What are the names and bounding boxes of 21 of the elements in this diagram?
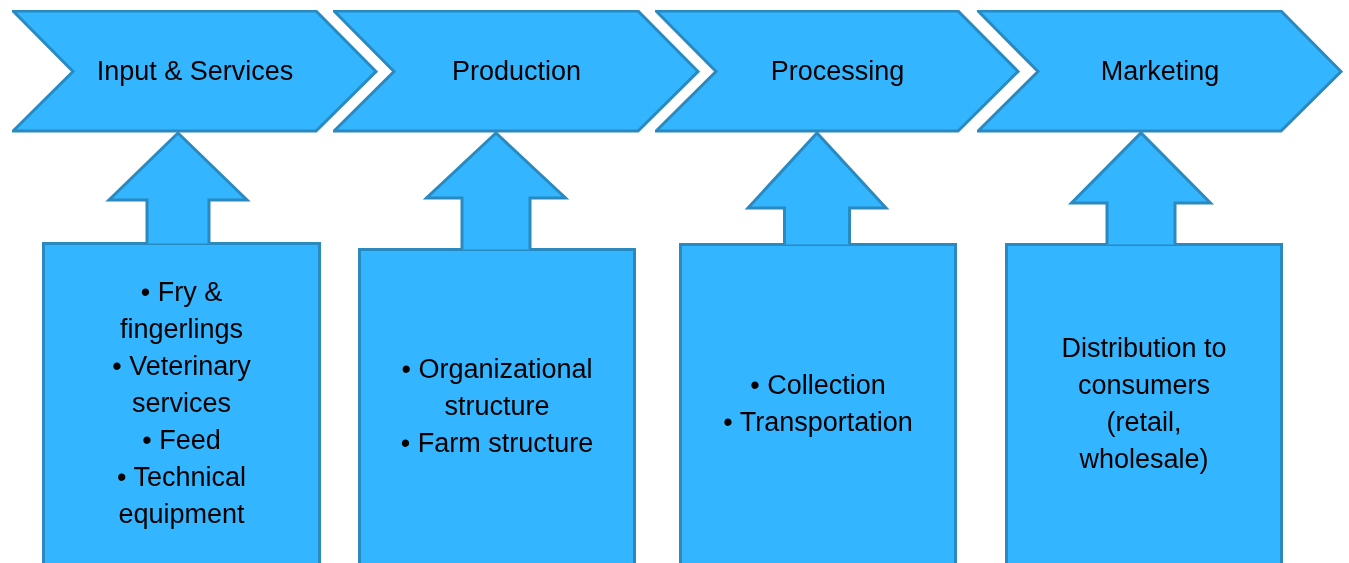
item-text: • Organizational structure	[400, 352, 594, 423]
process-box	[1005, 243, 1283, 563]
block-arrow	[422, 130, 570, 251]
block-arrow	[105, 130, 251, 245]
item-text: • Transportation	[723, 405, 913, 439]
item-text: • Farm structure	[400, 426, 594, 460]
process-box	[42, 242, 321, 563]
item-text: • Collection	[750, 368, 886, 402]
stage-label: Production	[451, 55, 582, 88]
item-text: • Fry & fingerlings	[118, 275, 245, 346]
process-box	[679, 243, 957, 563]
process-box	[358, 248, 636, 563]
item-text: Distribution to consumers (retail, wholesale)	[1060, 331, 1228, 476]
block-arrow	[744, 130, 890, 246]
block-arrow	[1067, 130, 1215, 246]
stage-label: Input & Services	[96, 55, 294, 88]
stage-label: Processing	[770, 55, 905, 88]
stage-label: Marketing	[1100, 55, 1220, 88]
item-text: • Feed	[142, 423, 221, 457]
item-text: • Technical equipment	[116, 460, 247, 531]
item-text: • Veterinary services	[111, 349, 252, 420]
